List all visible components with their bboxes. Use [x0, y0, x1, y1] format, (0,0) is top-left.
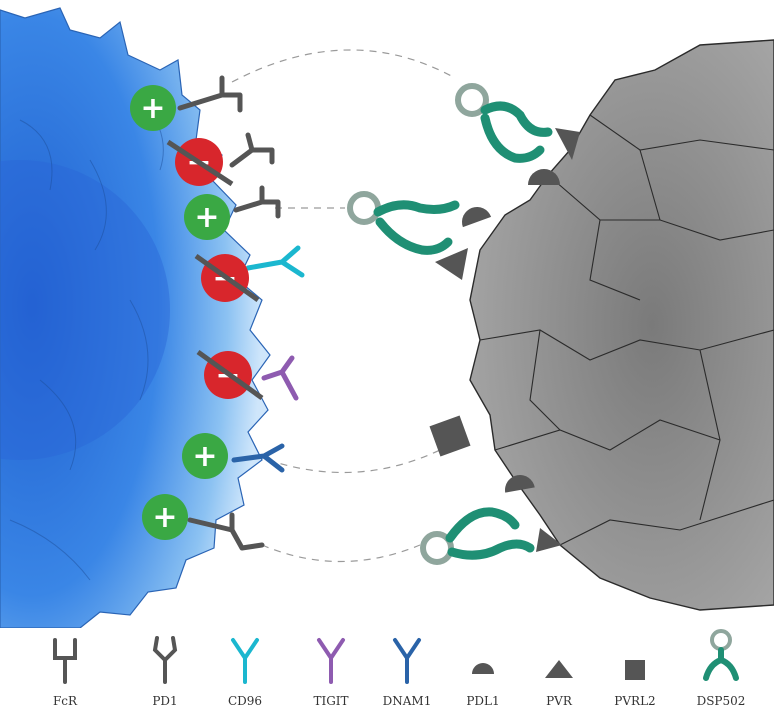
- pvr-ligand-2: [435, 248, 468, 280]
- fcr-receptor-3: [187, 512, 265, 551]
- legend-item-tigit: TIGIT: [286, 628, 376, 718]
- legend-item-pvrl2: PVRL2: [590, 628, 680, 718]
- inhibitory-signal-2: −: [194, 253, 260, 303]
- pvr-icon: [545, 660, 573, 678]
- upper-dashed-arc: [231, 49, 456, 83]
- legend-label-dnam1: DNAM1: [382, 694, 432, 708]
- pd1-receptor-1: [229, 132, 275, 168]
- dsp502-antibody-2: [347, 191, 460, 255]
- immune-cell-nucleus: [0, 160, 170, 460]
- activating-signal-3: +: [182, 433, 228, 479]
- legend-item-pd1: PD1: [120, 628, 210, 718]
- legend-item-pvr: PVR: [514, 628, 604, 718]
- legend: FcR PD1 CD96 TIGIT DNAM1: [0, 628, 774, 718]
- activating-signal-1: +: [130, 85, 176, 131]
- tumor-ligands: [429, 128, 580, 552]
- legend-label-cd96: CD96: [227, 694, 263, 708]
- cd96-receptor: [245, 245, 305, 278]
- legend-label-tigit: TIGIT: [313, 694, 349, 708]
- legend-item-fcr: FcR: [20, 628, 110, 718]
- pd1-icon: [152, 636, 178, 684]
- legend-label-pvr: PVR: [546, 694, 572, 708]
- legend-label-dsp502: DSP502: [696, 694, 746, 708]
- dsp502-icon: [703, 629, 739, 681]
- immune-receptors: [177, 75, 305, 551]
- signal-badges: + − + − − +: [130, 85, 264, 540]
- legend-item-cd96: CD96: [200, 628, 290, 718]
- immune-cell-texture: [9, 109, 164, 581]
- legend-label-fcr: FcR: [52, 694, 78, 708]
- fcr-receptor-1: [177, 75, 243, 113]
- pdl1-ligand-2: [462, 207, 492, 228]
- activating-signal-2: +: [184, 194, 230, 240]
- legend-item-dsp502: DSP502: [676, 628, 766, 718]
- pdl1-ligand-3: [505, 475, 535, 493]
- pdl1-ligand-1: [528, 169, 560, 185]
- tumor-cell-cracks: [479, 114, 774, 546]
- activating-signal-4: +: [142, 494, 188, 540]
- legend-label-pdl1: PDL1: [466, 694, 500, 708]
- tigit-icon: [317, 638, 345, 684]
- pvr-ligand-1: [555, 128, 580, 160]
- pvrl2-ligand: [429, 415, 471, 457]
- activating-symbol: +: [140, 91, 165, 126]
- legend-item-dnam1: DNAM1: [362, 628, 452, 718]
- activating-symbol: +: [194, 200, 219, 235]
- fcr-receptor-2: [233, 185, 281, 219]
- dnam1-receptor: [231, 443, 285, 473]
- dnam1-icon: [393, 638, 421, 684]
- activating-symbol: +: [152, 500, 177, 535]
- legend-item-pdl1: PDL1: [438, 628, 528, 718]
- tigit-receptor: [261, 355, 299, 401]
- inhibitory-signal-3: −: [196, 349, 264, 401]
- pdl1-icon: [472, 663, 494, 674]
- dashed-connection-arcs: [231, 49, 456, 563]
- legend-label-pd1: PD1: [152, 694, 178, 708]
- pvrl2-icon: [625, 660, 645, 680]
- legend-label-pvrl2: PVRL2: [614, 694, 656, 708]
- bottom-dashed-arc: [261, 544, 421, 563]
- activating-symbol: +: [192, 439, 217, 474]
- dsp502-antibody-3: [420, 507, 535, 565]
- cell-interaction-diagram: + − + − − +: [0, 7, 774, 628]
- pvr-ligand-3: [536, 528, 562, 552]
- cd96-icon: [231, 638, 259, 684]
- fcr-icon: [53, 638, 77, 684]
- dsp502-antibody-1: [455, 83, 553, 163]
- inhibitory-signal-1: −: [166, 138, 234, 187]
